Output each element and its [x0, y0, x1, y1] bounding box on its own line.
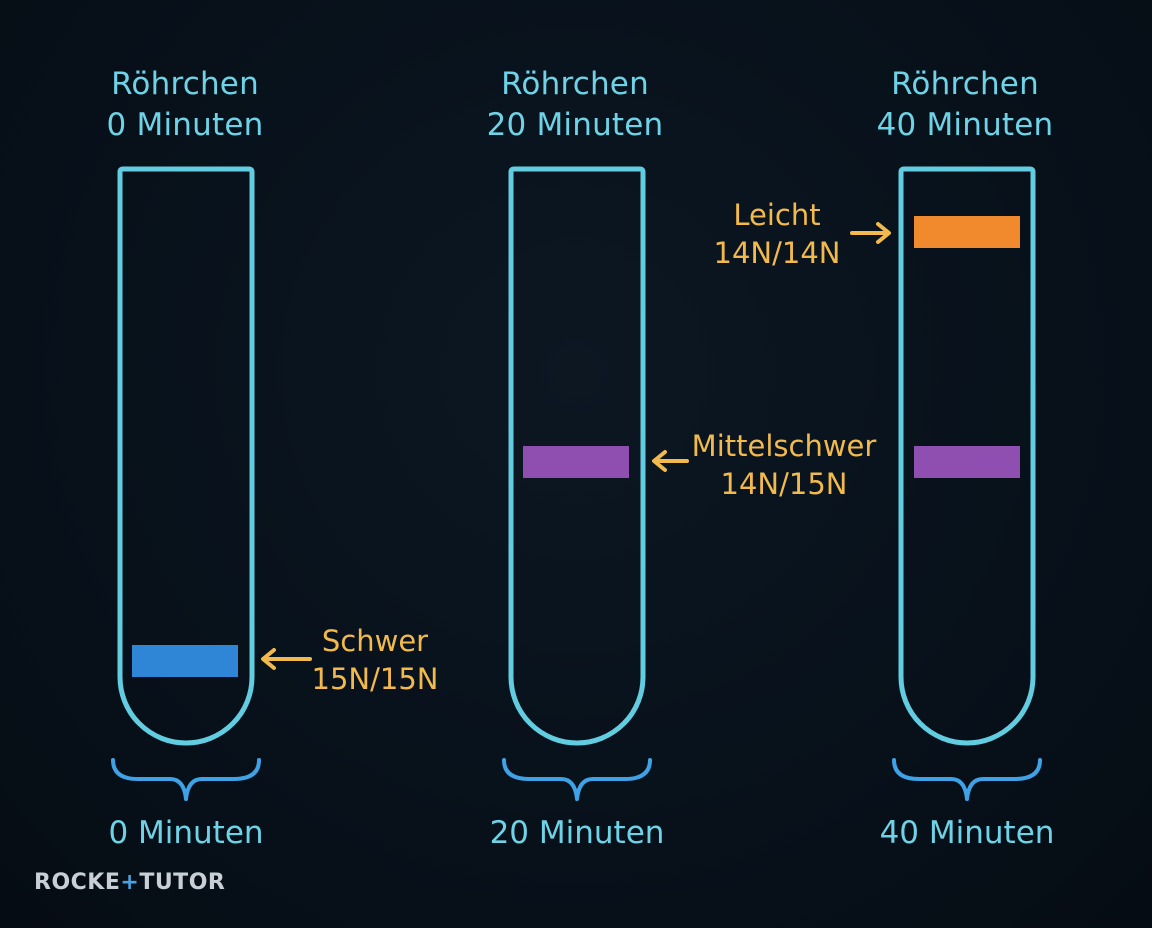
logo-part1: ROCKE — [34, 870, 121, 895]
hybrid-band — [523, 446, 629, 478]
hybrid-band-40 — [914, 446, 1020, 478]
tube-0-title-line1: Röhrchen — [111, 66, 259, 102]
tube-0-outline — [117, 166, 255, 746]
tube-40-bottom-label: 40 Minuten — [879, 815, 1055, 851]
tube-40-title-line2: 40 Minuten — [876, 107, 1054, 143]
heavy-band-label-line2: 15N/15N — [311, 662, 439, 696]
hybrid-band-label-line1: Mittelschwer — [691, 429, 877, 463]
logo-part2: TUTOR — [139, 870, 226, 895]
tube-20-outline — [508, 166, 646, 746]
tube-40-title-line1: Röhrchen — [891, 66, 1039, 102]
heavy-band-label-line1: Schwer — [321, 624, 429, 658]
tube-0-title-line2: 0 Minuten — [106, 107, 264, 143]
light-band-label-line1: Leicht — [733, 198, 821, 232]
heavy-band-label: Schwer 15N/15N — [305, 622, 445, 698]
hybrid-band-label: Mittelschwer 14N/15N — [684, 427, 884, 503]
test-tube-0 — [117, 166, 255, 746]
curly-brace-icon — [111, 758, 261, 801]
tube-0-bottom-label: 0 Minuten — [108, 815, 264, 851]
tube-40-title: Röhrchen 40 Minuten — [835, 64, 1095, 146]
curly-brace-icon — [892, 758, 1042, 801]
tube-20-title: Röhrchen 20 Minuten — [445, 64, 705, 146]
light-band-label: Leicht 14N/14N — [712, 196, 842, 272]
brand-logo: ROCKE+TUTOR — [34, 870, 225, 895]
logo-plus: + — [120, 870, 140, 895]
arrow-left-icon — [261, 648, 312, 670]
heavy-band — [132, 645, 238, 677]
test-tube-40 — [898, 166, 1036, 746]
light-band — [914, 216, 1020, 248]
tube-20-bottom-label: 20 Minuten — [489, 815, 665, 851]
light-band-label-line2: 14N/14N — [713, 236, 841, 270]
tube-20-title-line2: 20 Minuten — [486, 107, 664, 143]
tube-0-title: Röhrchen 0 Minuten — [55, 64, 315, 146]
hybrid-band-label-line2: 14N/15N — [720, 467, 848, 501]
tube-40-outline — [898, 166, 1036, 746]
test-tube-20 — [508, 166, 646, 746]
curly-brace-icon — [502, 758, 652, 801]
arrow-left-icon — [652, 450, 689, 472]
arrow-right-icon — [850, 222, 891, 244]
tube-20-title-line1: Röhrchen — [501, 66, 649, 102]
